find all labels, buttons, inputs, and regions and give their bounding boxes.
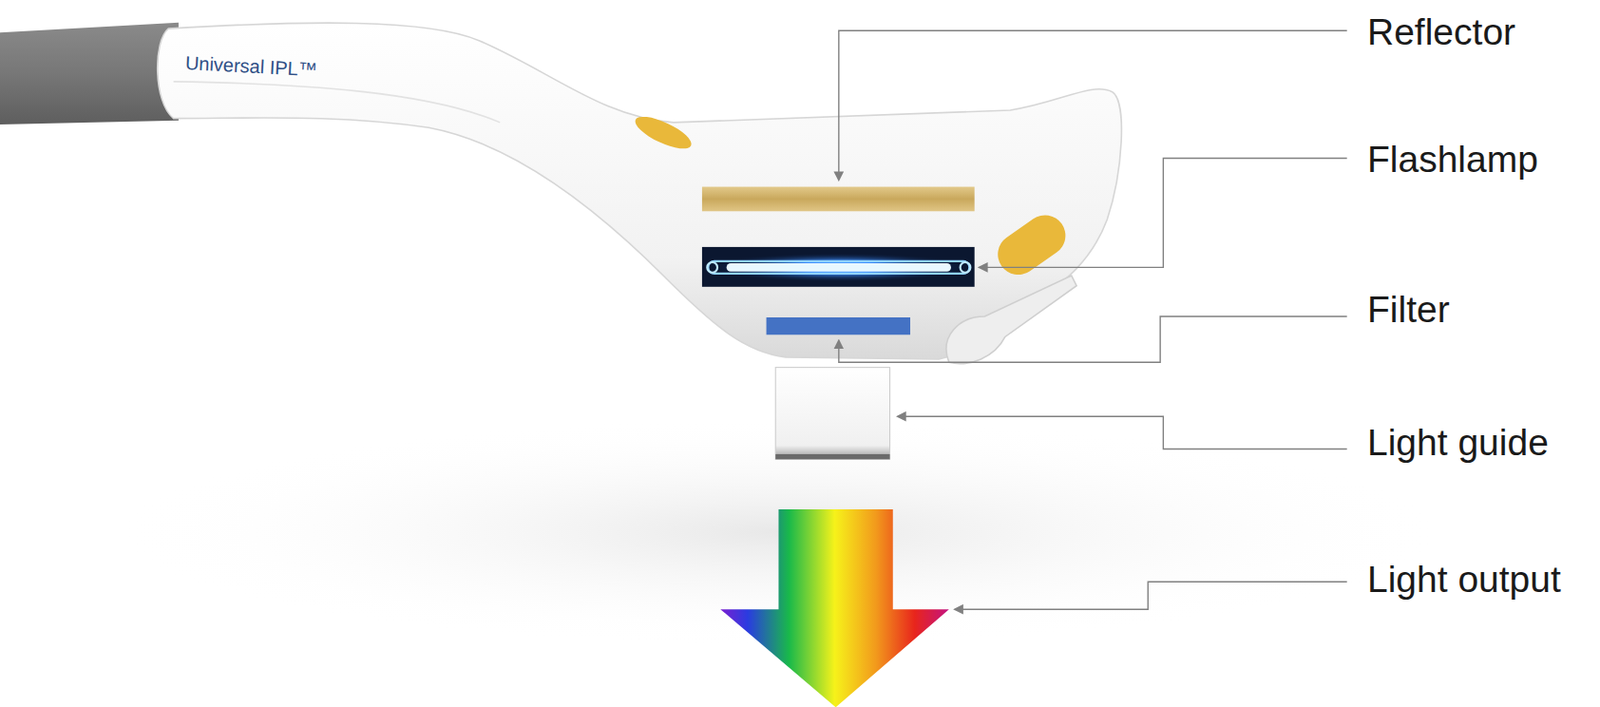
part-label: Light guide <box>1367 423 1549 461</box>
part-label: Reflector <box>1367 13 1516 51</box>
part-label: Light output <box>1367 560 1562 598</box>
part-label: Filter <box>1367 290 1450 328</box>
part-label: Flashlamp <box>1367 140 1539 178</box>
